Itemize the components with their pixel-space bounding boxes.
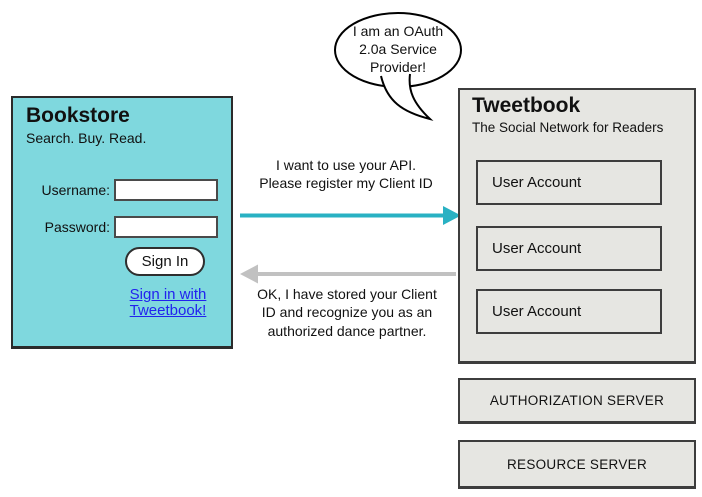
response-arrow — [240, 264, 456, 284]
bookstore-title: Bookstore — [26, 104, 130, 127]
password-input[interactable] — [114, 216, 218, 238]
username-input[interactable] — [114, 179, 218, 201]
user-account-label: User Account — [492, 174, 582, 191]
authorization-server-box: AUTHORIZATION SERVER — [458, 378, 696, 424]
bookstore-panel: Bookstore Search. Buy. Read. Username: P… — [11, 96, 233, 349]
resource-server-box: RESOURCE SERVER — [458, 440, 696, 489]
user-account-box: User Account — [476, 289, 662, 334]
request-arrow — [240, 206, 461, 225]
response-message: OK, I have stored your Client ID and rec… — [257, 286, 437, 339]
sign-in-button[interactable]: Sign In — [125, 247, 205, 276]
tweetbook-title: Tweetbook — [472, 94, 581, 117]
bookstore-tagline: Search. Buy. Read. — [26, 130, 147, 146]
user-account-box: User Account — [476, 226, 662, 271]
tweetbook-panel: Tweetbook The Social Network for Readers… — [458, 88, 696, 364]
authorization-server-label: AUTHORIZATION SERVER — [489, 393, 665, 408]
speech-bubble-text: I am an OAuth 2.0a Service Provider! — [352, 23, 444, 76]
sign-in-with-tweetbook-link[interactable]: Sign in with Tweetbook! — [129, 286, 207, 319]
password-label: Password: — [44, 219, 110, 235]
username-label: Username: — [41, 182, 110, 198]
request-message: I want to use your API. Please register … — [259, 157, 433, 192]
user-account-box: User Account — [476, 160, 662, 205]
user-account-label: User Account — [492, 240, 582, 257]
resource-server-label: RESOURCE SERVER — [506, 456, 648, 472]
tweetbook-subtitle: The Social Network for Readers — [472, 120, 664, 135]
user-account-label: User Account — [492, 303, 582, 320]
